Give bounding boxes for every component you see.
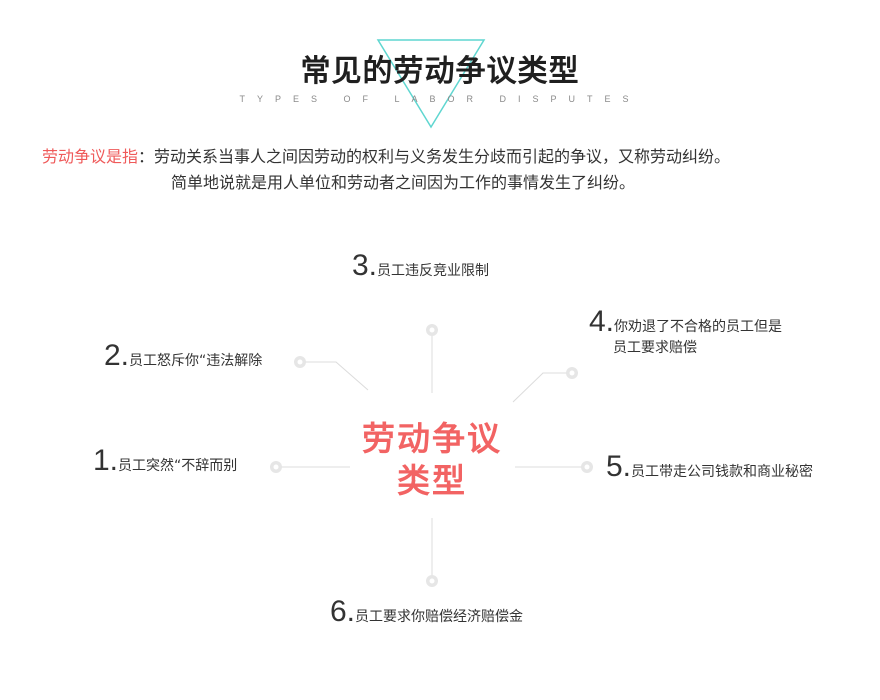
node-4 <box>566 367 578 379</box>
item-label-line-2: 员工要求赔偿 <box>613 340 697 356</box>
node-3 <box>426 324 438 336</box>
dispute-item-5: 5.员工带走公司钱款和商业秘密 <box>606 450 813 484</box>
definition-text-1: 劳动关系当事人之间因劳动的权利与义务发生分歧而引起的争议，又称劳动纠纷。 <box>154 147 731 166</box>
dispute-item-6: 6.员工要求你赔偿经济赔偿金 <box>330 595 523 629</box>
item-label: 员工带走公司钱款和商业秘密 <box>631 464 814 480</box>
dispute-item-2: 2.员工怒斥你“违法解除 <box>104 339 262 373</box>
item-label: 员工突然“不辞而别 <box>118 458 238 474</box>
page-title: 常见的劳动争议类型 <box>300 54 580 89</box>
connector-nodes <box>270 324 593 587</box>
item-number: 3. <box>352 249 378 282</box>
item-label: 员工要求你赔偿经济赔偿金 <box>355 609 524 625</box>
item-number: 4. <box>589 305 615 338</box>
item-label: 你劝退了不合格的员工但是 <box>614 319 783 335</box>
center-line-1: 劳动争议 <box>362 419 502 458</box>
item-number: 2. <box>104 339 130 372</box>
node-6 <box>426 575 438 587</box>
item-label: 员工违反竞业限制 <box>377 263 490 279</box>
dispute-item-1: 1.员工突然“不辞而别 <box>93 444 237 478</box>
page-subtitle: TYPES OF LABOR DISPUTES <box>239 94 641 104</box>
definition-line-2: 简单地说就是用人单位和劳动者之间因为工作的事情发生了纠纷。 <box>171 173 636 192</box>
center-line-2: 类型 <box>397 461 467 500</box>
dispute-item-3: 3.员工违反竞业限制 <box>352 249 489 283</box>
node-2 <box>294 356 306 368</box>
connector-2 <box>302 361 369 391</box>
definition-colon: ： <box>138 147 155 166</box>
item-number: 5. <box>606 450 632 483</box>
diagram-center-title: 劳动争议 类型 <box>340 418 524 502</box>
title-triangle-decoration <box>376 39 486 129</box>
node-1 <box>270 461 282 473</box>
item-number: 6. <box>330 595 356 628</box>
item-number: 1. <box>93 444 119 477</box>
connector-4 <box>512 372 571 403</box>
definition-line-1: 劳动争议是指：劳动关系当事人之间因劳动的权利与义务发生分歧而引起的争议，又称劳动… <box>42 144 842 170</box>
definition-term: 劳动争议是指 <box>42 147 139 166</box>
definition-block: 劳动争议是指：劳动关系当事人之间因劳动的权利与义务发生分歧而引起的争议，又称劳动… <box>42 144 842 196</box>
dispute-item-4: 4.你劝退了不合格的员工但是 员工要求赔偿 <box>589 305 782 357</box>
item-label: 员工怒斥你“违法解除 <box>129 353 263 369</box>
node-5 <box>581 461 593 473</box>
